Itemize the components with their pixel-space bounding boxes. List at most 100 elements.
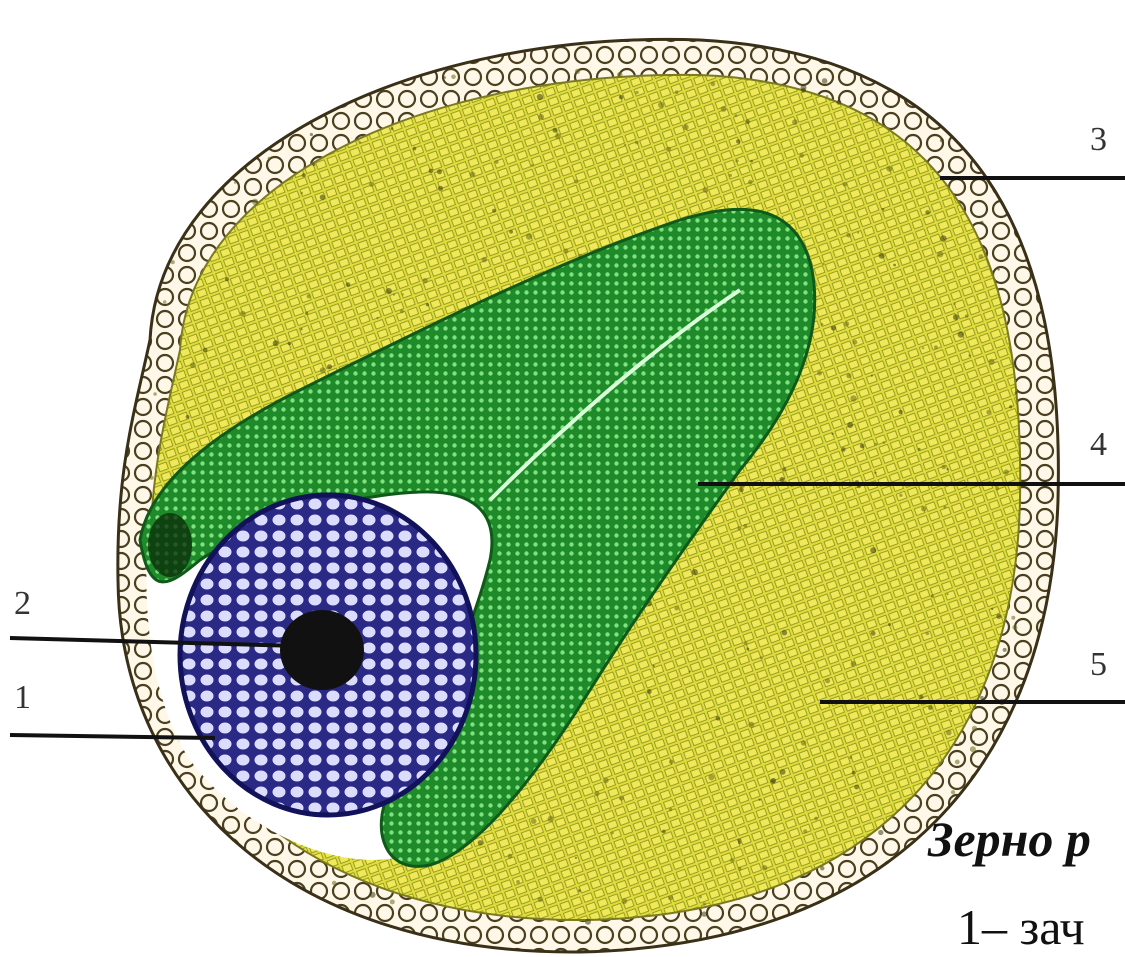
endosperm-speckle [683,124,689,130]
endosperm-speckle [716,716,721,721]
endosperm-speckle [851,661,857,667]
endosperm-speckle [750,160,753,163]
endosperm-speckle [234,181,237,184]
endosperm-speckle [934,345,938,349]
endosperm-speckle [302,173,306,177]
endosperm-speckle [995,487,999,491]
endosperm-speckle [422,278,427,283]
endosperm-speckle [482,257,487,262]
endosperm-speckle [675,90,679,94]
endosperm-speckle [288,342,292,346]
endosperm-speckle [721,106,727,112]
endosperm-speckle [780,769,786,775]
endosperm-speckle [986,410,990,414]
endosperm-speckle [792,119,798,125]
endosperm-speckle [988,359,994,365]
endosperm-speckle [965,314,968,317]
endosperm-speckle [376,317,378,319]
endosperm-speckle [888,623,891,626]
endosperm-speckle [273,340,279,346]
embryo-tip [148,513,192,577]
endosperm-speckle [400,309,404,313]
endosperm-speckle [780,477,785,482]
endosperm-speckle [578,889,581,892]
endosperm-speckle [893,264,896,267]
endosperm-speckle [973,740,975,742]
endosperm-speckle [443,76,446,79]
endosperm-speckle [1004,469,1009,474]
endosperm-speckle [311,94,317,100]
endosperm-speckle [831,325,836,330]
endosperm-speckle [190,362,196,368]
endosperm-speckle [941,465,946,470]
endosperm-speckle [268,157,271,160]
endosperm-speckle [841,447,846,452]
endosperm-speckle [922,347,924,349]
endosperm-speckle [426,303,429,306]
endosperm-speckle [390,899,395,904]
endosperm-speckle [386,288,392,294]
endosperm-speckle [437,169,442,174]
endosperm-speckle [843,182,848,187]
endosperm-speckle [252,199,258,205]
figure-caption-item-1: 1– зач [957,898,1085,956]
endosperm-speckle [531,164,534,167]
endosperm-speckle [619,796,624,801]
endosperm-speckle [203,348,208,353]
endosperm-speckle [161,105,167,111]
endosperm-speckle [553,128,558,133]
endosperm-speckle [911,858,916,863]
endosperm-speckle [870,547,876,553]
endosperm-speckle [508,854,513,859]
endosperm-speckle [854,785,859,790]
endosperm-speckle [575,857,577,859]
endosperm-speckle [1000,878,1006,884]
endosperm-speckle [758,799,760,801]
endosperm-speckle [160,125,162,127]
endosperm-speckle [899,494,902,497]
endosperm-speckle [947,468,949,470]
endosperm-speckle [931,595,934,598]
endosperm-speckle [171,794,175,798]
endosperm-speckle [743,641,747,645]
endosperm-speckle [171,260,175,264]
endosperm-speckle [669,760,674,765]
endosperm-speckle [950,710,952,712]
endosperm-speckle [225,277,229,281]
endosperm-speckle [730,858,735,863]
endosperm-speckle [669,808,672,811]
label-3: 3 [1090,121,1107,158]
endosperm-speckle [617,72,623,78]
endosperm-speckle [736,139,740,143]
endosperm-speckle [689,671,691,673]
label-5: 5 [1090,646,1107,683]
endosperm-speckle [674,606,678,610]
endosperm-speckle [846,233,851,238]
endosperm-speckle [332,881,337,886]
endosperm-speckle [537,94,543,100]
endosperm-speckle [993,750,997,754]
endosperm-speckle [168,167,171,170]
endosperm-speckle [1007,749,1012,754]
endosperm-speckle [874,472,876,474]
endosperm-speckle [1011,616,1015,620]
endosperm-speckle [803,829,807,833]
endosperm-speckle [620,174,622,176]
endosperm-speckle [302,89,304,91]
endosperm-speckle [346,282,351,287]
endosperm-speckle [635,91,638,94]
endosperm-speckle [662,830,666,834]
endosperm-speckle [928,706,932,710]
endosperm-speckle [745,119,750,124]
endosperm-speckle [980,696,984,700]
endosperm-speckle [963,135,967,139]
endosperm-speckle [899,410,903,414]
endosperm-speckle [703,902,706,905]
endosperm-speckle [951,790,955,794]
endosperm-speckle [692,569,698,575]
endosperm-speckle [882,208,885,211]
endosperm-speckle [302,105,306,109]
endosperm-speckle [438,186,443,191]
endosperm-speckle [1023,765,1028,770]
endosperm-speckle [886,166,892,172]
